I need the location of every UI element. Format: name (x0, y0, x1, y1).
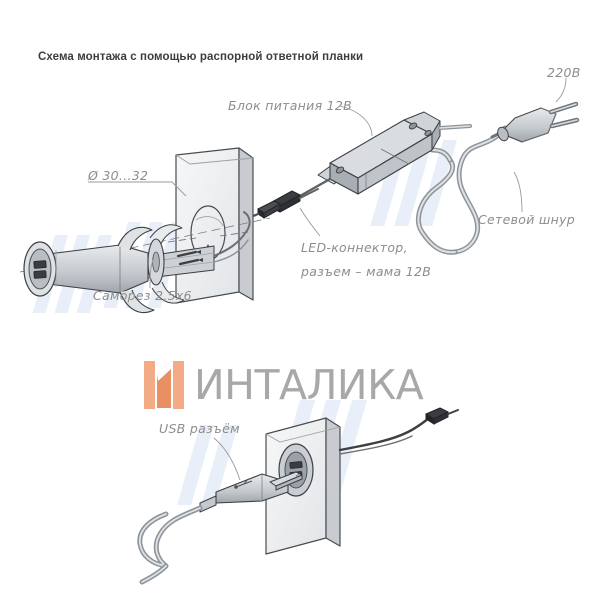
page-title: Схема монтажа с помощью распорной ответн… (38, 51, 364, 63)
leader-diameter (88, 181, 187, 197)
label-mains-voltage: 220В (547, 65, 581, 80)
leader-220v (555, 77, 567, 103)
label-usb-connector: USB разъём (159, 421, 240, 436)
led-connector (244, 188, 319, 221)
callout-leader-lines-bottom (213, 437, 241, 481)
leader-psu (339, 105, 373, 137)
intalika-door-logo-icon (144, 361, 184, 409)
label-hole-diameter: Ø 30...32 (88, 168, 149, 183)
label-mains-cord: Сетевой шнур (478, 212, 576, 227)
mains-cord-cable (416, 125, 508, 255)
intalika-wordmark: ИНТАЛИКА (194, 360, 424, 409)
label-led-connector-line2: разъем – мама 12В (301, 264, 432, 279)
leader-usb (213, 437, 241, 481)
label-screw: Саморез 2,5х6 (93, 288, 192, 303)
callout-leader-lines (88, 77, 567, 289)
mounting-panel (167, 147, 254, 304)
label-led-connector: LED-коннектор, разъем – мама 12В (301, 240, 431, 279)
leader-led-connector (299, 207, 321, 237)
power-supply-block (298, 111, 472, 198)
mains-plug (490, 101, 580, 143)
usb-socket-fixture (23, 211, 251, 314)
leader-mains-cord (513, 171, 523, 213)
intalika-watermark-logo: ИНТАЛИКА (143, 360, 424, 410)
rear-cable (338, 407, 459, 455)
leader-screw (149, 257, 155, 289)
label-led-connector-line1: LED-коннектор, (301, 240, 408, 255)
usb-cable-plug (137, 471, 303, 585)
label-power-supply: Блок питания 12В (228, 98, 353, 113)
